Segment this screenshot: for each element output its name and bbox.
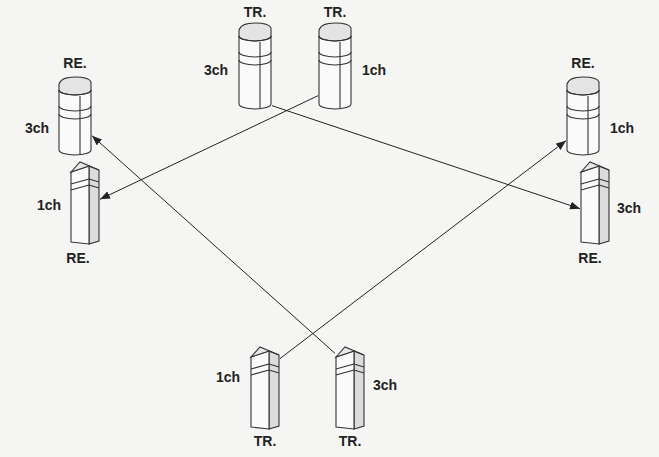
- pole-part: [336, 364, 354, 369]
- unit-label: RE.: [571, 56, 594, 70]
- pole-part: [239, 36, 271, 109]
- sensor-pole: RE.3ch: [580, 160, 610, 245]
- pole-part: [336, 351, 354, 429]
- pole-part: [319, 36, 351, 41]
- channel-label: 1ch: [362, 63, 386, 77]
- pole-part: [239, 23, 271, 41]
- pole-part: [599, 185, 609, 188]
- sensor-pole: TR.3ch: [238, 22, 272, 110]
- pole-part: [567, 106, 599, 111]
- pole-part: [269, 370, 279, 373]
- channel-label: 3ch: [25, 121, 49, 135]
- unit-label: RE.: [66, 251, 89, 265]
- pole-part: [587, 96, 588, 154]
- pole-part: [59, 90, 91, 155]
- pole-part: [71, 185, 89, 190]
- pole-part: [269, 364, 279, 367]
- pole-part: [581, 185, 599, 190]
- pole-outline: [58, 76, 92, 156]
- pole-part: [89, 166, 99, 244]
- pole-part: [259, 42, 260, 108]
- pole-part: [89, 185, 99, 188]
- pole-part: [567, 77, 599, 95]
- channel-label: 3ch: [617, 201, 641, 215]
- pole-part: [336, 347, 364, 357]
- unit-label: TR.: [244, 5, 267, 19]
- sensor-pole: TR.1ch: [250, 345, 280, 430]
- pole-outline: [335, 345, 365, 430]
- pole-part: [71, 162, 99, 172]
- pole-part: [336, 370, 354, 375]
- sensor-pole: RE.3ch: [58, 76, 92, 156]
- pole-outline: [70, 160, 100, 245]
- pole-part: [319, 52, 351, 57]
- beam-arrow: [92, 136, 335, 354]
- pole-part: [71, 166, 89, 244]
- pole-part: [269, 351, 279, 429]
- pole-part: [59, 106, 91, 111]
- beam-arrow: [280, 141, 566, 359]
- channel-label: 1ch: [37, 198, 61, 212]
- pole-outline: [580, 160, 610, 245]
- unit-label: RE.: [63, 56, 86, 70]
- pole-part: [567, 90, 599, 95]
- unit-label: TR.: [324, 5, 347, 19]
- pole-part: [239, 36, 271, 41]
- pole-part: [354, 370, 364, 373]
- beam-arrow: [272, 106, 580, 209]
- pole-part: [71, 179, 89, 184]
- pole-part: [59, 77, 91, 95]
- pole-part: [251, 370, 269, 375]
- pole-part: [59, 90, 91, 95]
- pole-part: [354, 364, 364, 367]
- pole-part: [319, 36, 351, 109]
- pole-part: [251, 364, 269, 369]
- pole-part: [239, 52, 271, 57]
- channel-label: 3ch: [373, 378, 397, 392]
- sensor-pole: RE.1ch: [566, 76, 600, 156]
- pole-part: [251, 347, 279, 357]
- unit-label: RE.: [578, 251, 601, 265]
- pole-part: [567, 90, 599, 155]
- beam-arrow: [100, 96, 318, 200]
- sensor-pole: RE.1ch: [70, 160, 100, 245]
- sensor-pole: TR.3ch: [335, 345, 365, 430]
- pole-outline: [566, 76, 600, 156]
- pole-part: [354, 351, 364, 429]
- pole-outline: [238, 22, 272, 110]
- pole-part: [59, 114, 91, 119]
- unit-label: TR.: [339, 434, 362, 448]
- pole-part: [581, 162, 609, 172]
- pole-part: [79, 96, 80, 154]
- unit-label: TR.: [254, 434, 277, 448]
- pole-part: [599, 179, 609, 182]
- pole-part: [89, 179, 99, 182]
- pole-part: [319, 23, 351, 41]
- pole-outline: [318, 22, 352, 110]
- pole-part: [581, 179, 599, 184]
- channel-label: 3ch: [204, 63, 228, 77]
- pole-part: [599, 166, 609, 244]
- pole-part: [339, 42, 340, 108]
- pole-part: [319, 60, 351, 65]
- pole-part: [251, 351, 269, 429]
- channel-label: 1ch: [610, 121, 634, 135]
- pole-part: [581, 166, 599, 244]
- sensor-pole: TR.1ch: [318, 22, 352, 110]
- pole-part: [239, 60, 271, 65]
- channel-label: 1ch: [216, 370, 240, 384]
- pole-part: [567, 114, 599, 119]
- pole-outline: [250, 345, 280, 430]
